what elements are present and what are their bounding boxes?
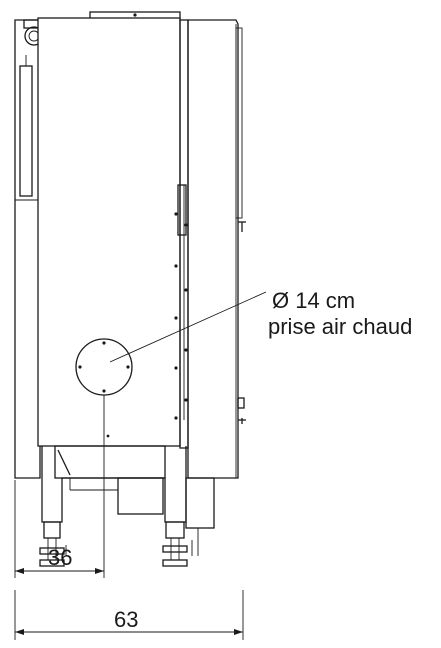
frame-screw [174, 212, 178, 216]
intake-screw [102, 389, 106, 393]
base-bevel [57, 449, 71, 476]
dimension-overall-width [14, 590, 244, 640]
intake-screw [102, 341, 106, 345]
frame-screw [174, 416, 178, 420]
diameter-label: Ø 14 cm [272, 288, 355, 313]
frame-screw [184, 288, 188, 292]
foot-right [162, 521, 199, 567]
foot-left [39, 521, 67, 567]
front-handle [237, 397, 245, 409]
frame-screw [174, 366, 178, 370]
overall-width-label: 63 [114, 607, 138, 632]
base-box [54, 445, 166, 479]
base-plinth [117, 477, 164, 515]
frame-screw [174, 316, 178, 320]
rear-housing [14, 19, 41, 479]
front-housing-lip [235, 27, 243, 219]
bottom-pin [106, 434, 110, 438]
front-housing [187, 19, 239, 479]
side-frame-latch [177, 184, 187, 236]
annotation-leader-line [109, 291, 267, 363]
base-right-block [185, 477, 215, 529]
inner-width-label: 36 [48, 545, 72, 570]
frame-screw [174, 264, 178, 268]
intake-screw [126, 365, 130, 369]
frame-screw [184, 223, 188, 227]
frame-screw [184, 348, 188, 352]
air-intake-port [75, 338, 133, 396]
intake-screw [78, 365, 82, 369]
rear-vent-slot [19, 65, 33, 197]
description-label: prise air chaud [268, 314, 412, 339]
collar-screw [133, 13, 137, 17]
frame-screw [184, 398, 188, 402]
dimension-inner-width [14, 395, 105, 578]
